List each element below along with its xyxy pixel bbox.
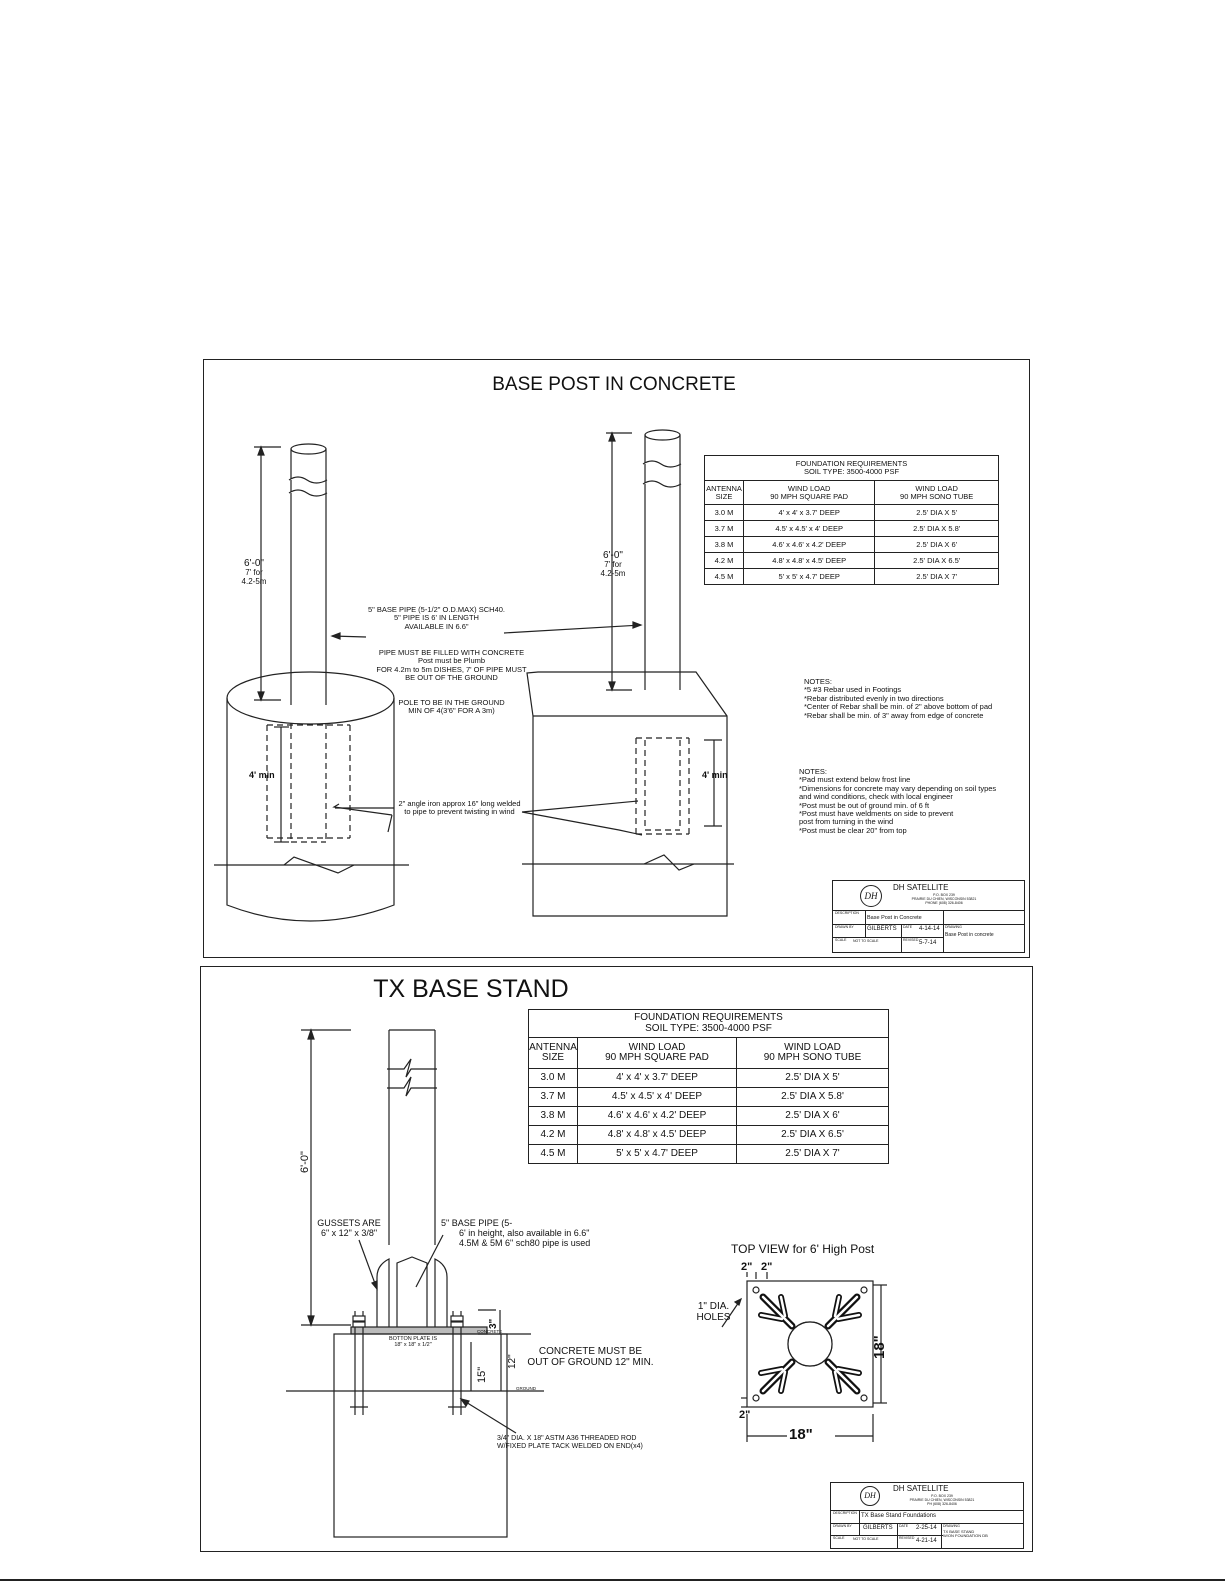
dim-3-label: 3" [488,1318,499,1329]
revised: 4-21-14 [916,1538,937,1544]
sheet-base-post-in-concrete: BASE POST IN CONCRETE [203,359,1030,958]
top-view-title: TOP VIEW for 6' High Post [731,1242,875,1256]
tx-base-stand-drawing [286,1028,887,1538]
holes-label: 1" DIA. HOLES [696,1301,731,1324]
gussets-note: GUSSETS ARE 6" x 12" x 3/8" [317,1218,381,1239]
sheet-tx-base-stand: TX BASE STAND [200,966,1033,1552]
pipe-note: 5" BASE PIPE (5- 6' in height, also avai… [441,1218,591,1249]
right-depth-label: 4' min [702,770,728,780]
bottom-plate-note: BOTTON PLATE IS 18" x 18" x 1/2" [388,1336,438,1349]
description: Base Post in Concrete [867,915,922,921]
title-block: DH DH SATELLITE P.O. BOX 239 PRAIRIE DU … [832,880,1025,953]
pipe-note: 5" BASE PIPE (5-1/2" O.D.MAX) SCH40. 5" … [367,605,506,631]
date: 4-14-14 [919,926,940,932]
threaded-rod-note: 3/4" DIA. X 18" ASTM A36 THREADED ROD W/… [497,1435,643,1450]
foundation-requirements-table: FOUNDATION REQUIREMENTS SOIL TYPE: 3500-… [528,1009,889,1164]
dim-12-label: 12" [507,1354,518,1369]
description: TX Base Stand Foundations [861,1513,937,1519]
foundation-requirements-table: FOUNDATION REQUIREMENTS SOIL TYPE: 3500-… [704,455,999,585]
drawn-by: GILBERTS [863,1525,893,1531]
date: 2-25-14 [916,1525,937,1531]
sheet-title: BASE POST IN CONCRETE [492,374,736,395]
height-dim-label: 6'-0" [299,1151,311,1173]
base-post-drawing [214,429,734,922]
corner-dim-label: 2" [739,1409,751,1421]
square-pad [526,671,728,917]
pole-note: POLE TO BE IN THE GROUND MIN OF 4(3'6" F… [398,698,505,716]
drawing-name: TX BASE STAND W/ON FOUNDATION DB [943,1529,988,1539]
page-bottom-rule [0,1579,1225,1581]
top-view-plate [746,1280,874,1408]
cylinder-footing [226,698,395,922]
concrete-label: CONCRETE [477,1329,503,1334]
fill-note: PIPE MUST BE FILLED WITH CONCRETE Post m… [376,648,527,683]
ground-label: GROUND [516,1386,536,1391]
drawn-by: GILBERTS [867,926,897,932]
title-block: DH DH SATELLITE P.O. BOX 239 PRAIRIE DU … [830,1482,1024,1549]
top-dim-a: 2" [741,1261,753,1273]
scale: NOT TO SCALE [853,1537,879,1541]
company-address: P.O. BOX 239 PRAIRIE DU CHIEN, WISCONSIN… [911,893,977,905]
company-address: P.O. BOX 239 PRAIRIE DU CHIEN, WISCONSIN… [909,1494,975,1506]
left-depth-label: 4' min [249,770,275,780]
dh-logo: DH [860,885,882,907]
concrete-note: CONCRETE MUST BE OUT OF GROUND 12" MIN. [527,1346,654,1369]
dh-logo: DH [860,1486,880,1506]
notes-pad: NOTES: *Pad must extend below frost line… [799,767,997,835]
revised: 5-7-14 [919,940,937,946]
company-name: DH SATELLITE [893,883,949,892]
left-height-dim: 6'-0" 7' for 4.2-5m [241,558,267,587]
side-dim-label: 18" [871,1335,888,1359]
notes-rebar: NOTES: *5 #3 Rebar used in Footings *Reb… [804,677,993,720]
dim-15-label: 15" [476,1366,488,1383]
angle-iron-note: 2" angle iron approx 16" long welded to … [398,799,521,817]
drawing-name: Base Post in concrete [945,932,994,938]
top-dim-b: 2" [761,1261,773,1273]
bottom-dim-label: 18" [789,1426,813,1443]
scale: NOT TO SCALE [853,939,879,943]
right-height-dim: 6'-0" 7' for 4.2-5m [600,550,626,579]
sheet-title: TX BASE STAND [373,975,569,1003]
cylinder-top [226,671,395,725]
company-name: DH SATELLITE [893,1484,949,1493]
